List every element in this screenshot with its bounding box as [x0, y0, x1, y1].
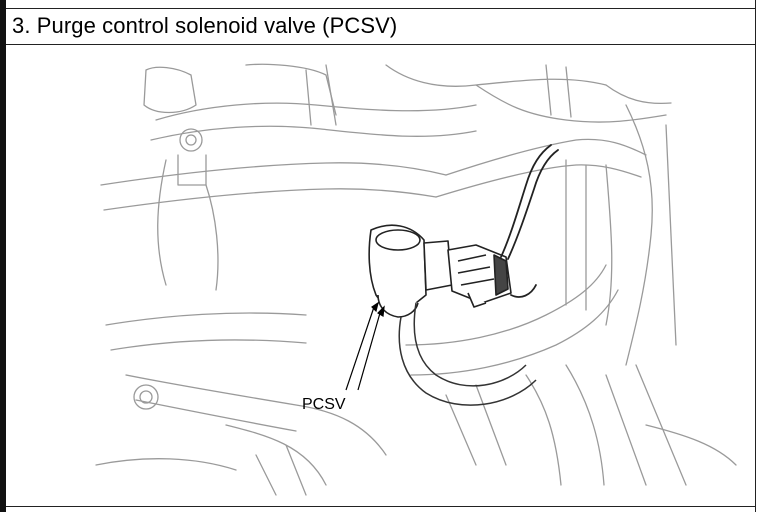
step-title: 3. Purge control solenoid valve (PCSV): [12, 13, 398, 38]
left-border: [0, 0, 6, 512]
top-rule: [6, 8, 756, 9]
right-border: [755, 0, 756, 512]
header-divider: [6, 44, 756, 45]
engine-illustration: [6, 45, 755, 505]
bottom-rule: [6, 506, 756, 507]
pcsv-callout-label: PCSV: [302, 396, 346, 413]
